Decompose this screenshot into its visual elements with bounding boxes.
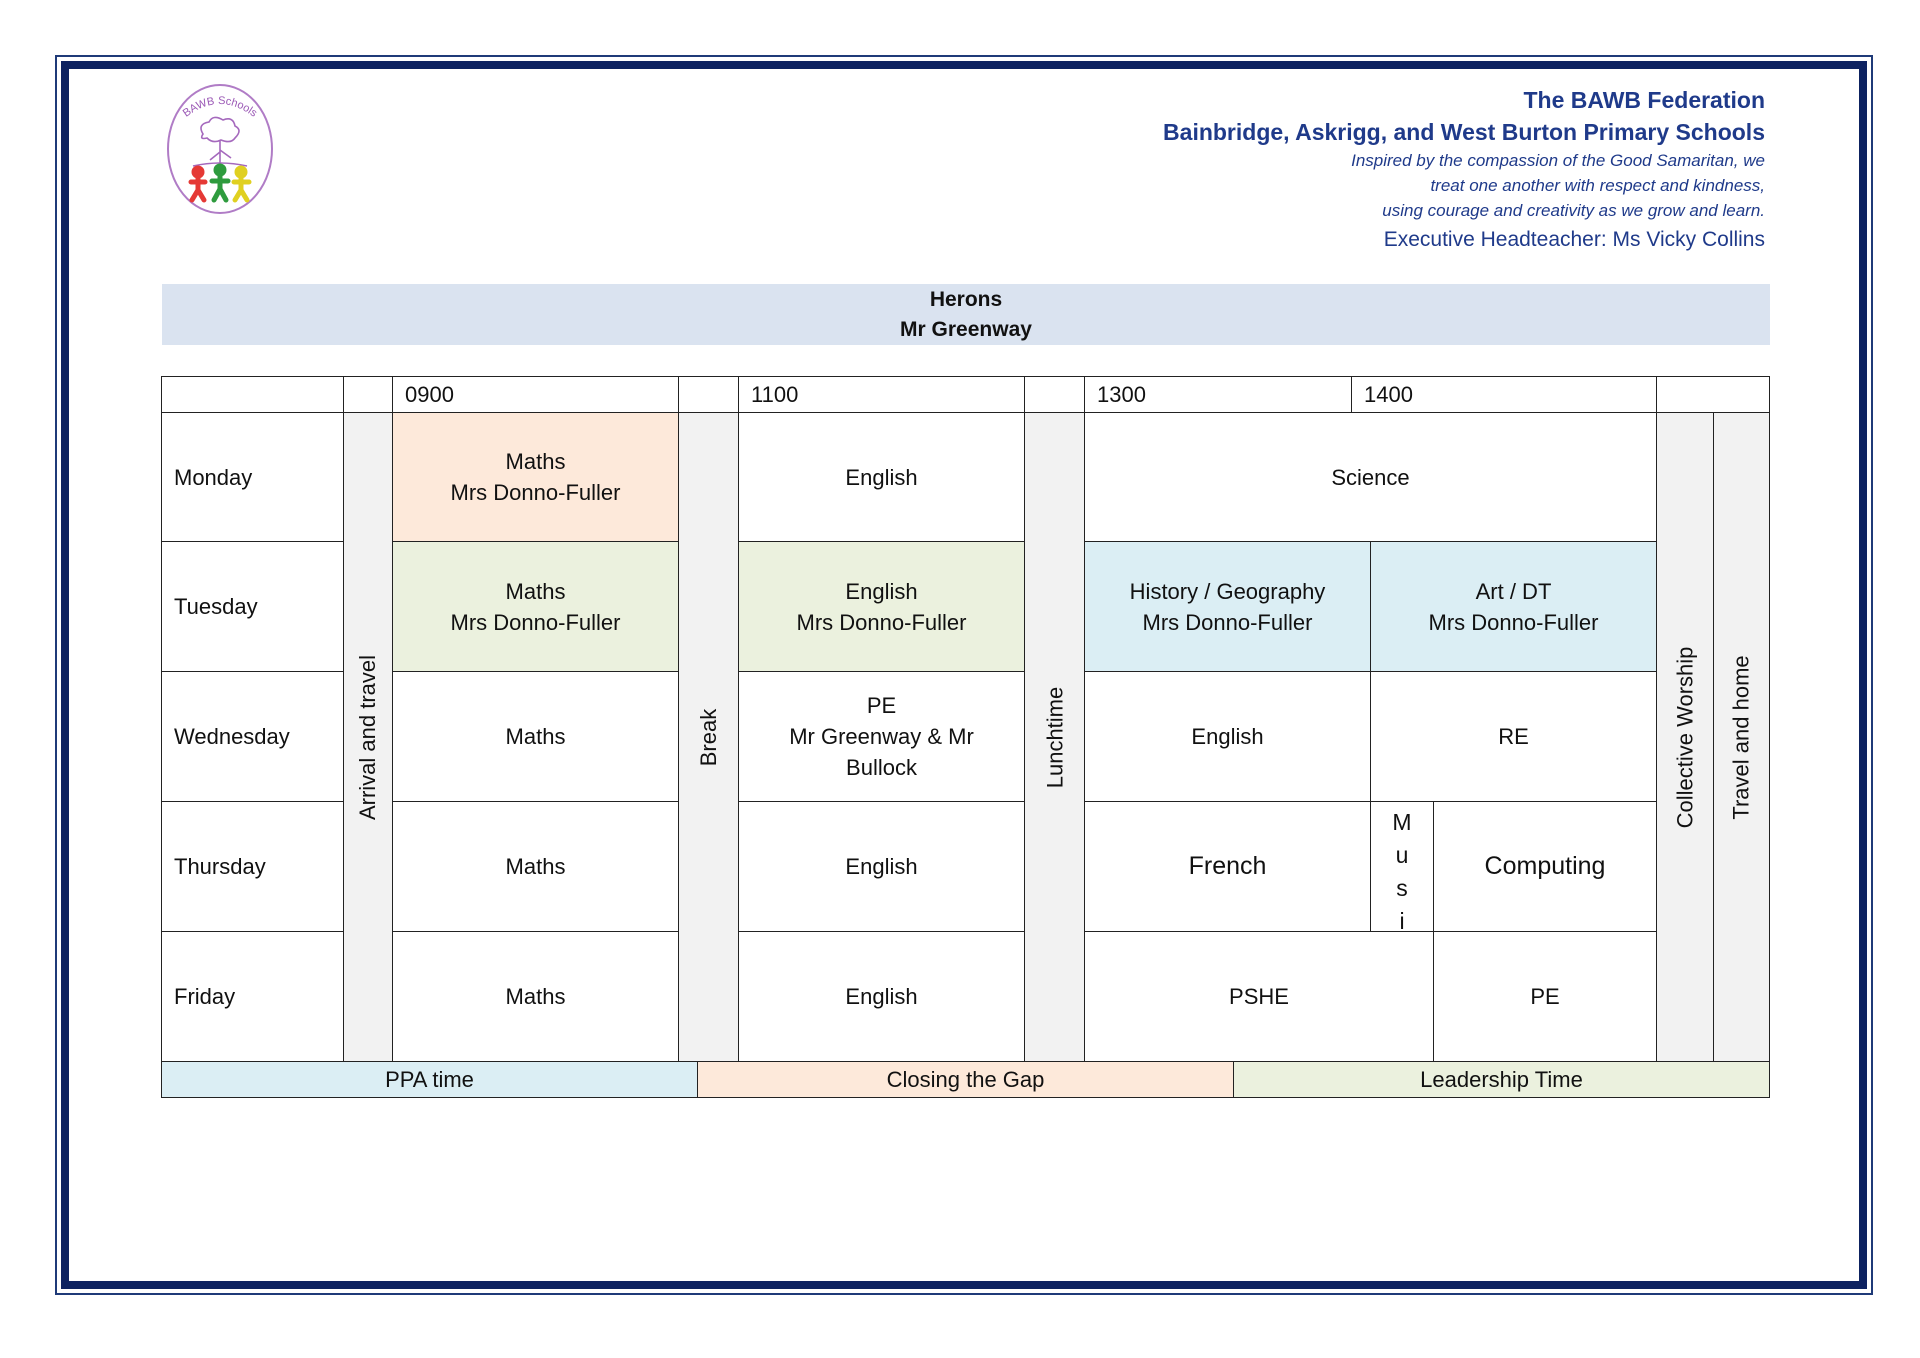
class-banner: Herons Mr Greenway	[162, 284, 1770, 345]
page-frame-inner	[61, 61, 1867, 1289]
subject: History / Geography	[1129, 578, 1326, 604]
day-friday: Friday	[161, 931, 344, 1062]
time-spacer-cell	[343, 376, 393, 413]
corner-cell	[161, 376, 344, 413]
legend-leadership: Leadership Time	[1233, 1061, 1770, 1098]
day-thursday: Thursday	[161, 801, 344, 932]
subject: PE	[866, 693, 897, 718]
logo-text: BAWB Schools	[181, 95, 260, 120]
motto-line-1: Inspired by the compassion of the Good S…	[1351, 151, 1765, 170]
time-1100: 1100	[738, 376, 1025, 413]
time-spacer-cell	[1024, 376, 1085, 413]
school-logo-icon: BAWB Schools	[165, 82, 275, 216]
arrival-label: Arrival and travel	[355, 654, 381, 820]
day-wednesday: Wednesday	[161, 671, 344, 802]
subject: English	[845, 578, 918, 604]
music-letter: u	[1395, 842, 1409, 868]
teacher-cont: Bullock	[846, 755, 917, 780]
wednesday-session-3: English	[1084, 671, 1371, 802]
teacher: Mrs Donno-Fuller	[1142, 609, 1313, 635]
lunch-label: Lunchtime	[1042, 686, 1068, 788]
teacher: Mrs Donno-Fuller	[450, 480, 621, 505]
time-0900: 0900	[392, 376, 679, 413]
thursday-session-4: Computing	[1433, 801, 1657, 932]
teacher: Mrs Donno-Fuller	[1428, 609, 1599, 635]
subject: Art / DT	[1475, 578, 1552, 604]
friday-session-1: Maths	[392, 931, 679, 1062]
friday-session-3: PSHE	[1084, 931, 1434, 1062]
motto-line-2: treat one another with respect and kindn…	[1430, 176, 1765, 195]
class-teacher: Mr Greenway	[900, 318, 1032, 341]
time-1300: 1300	[1084, 376, 1352, 413]
class-name: Herons	[929, 288, 1003, 311]
legend-ppa: PPA time	[161, 1061, 698, 1098]
home-bar: Travel and home	[1713, 412, 1770, 1062]
page-frame-outer	[55, 55, 1873, 1295]
subject: Maths	[505, 449, 566, 474]
headteacher-line: Executive Headteacher: Ms Vicky Collins	[1383, 228, 1765, 251]
monday-session-2: English	[738, 412, 1025, 542]
break-bar: Break	[678, 412, 739, 1062]
thursday-session-2: English	[738, 801, 1025, 932]
worship-label: Collective Worship	[1672, 646, 1698, 828]
day-tuesday: Tuesday	[161, 541, 344, 672]
schools-title: Bainbridge, Askrigg, and West Burton Pri…	[1163, 119, 1765, 145]
svg-text:BAWB Schools: BAWB Schools	[181, 95, 260, 120]
subject: Maths	[505, 578, 566, 604]
music-letter: i	[1399, 908, 1405, 932]
teacher: Mr Greenway & Mr	[789, 724, 974, 749]
wednesday-session-2: PE Mr Greenway & Mr Bullock	[738, 671, 1025, 802]
federation-title: The BAWB Federation	[1523, 87, 1765, 113]
teacher: Mrs Donno-Fuller	[450, 609, 621, 635]
lunch-bar: Lunchtime	[1024, 412, 1085, 1062]
music-letter: s	[1396, 875, 1408, 901]
friday-session-2: English	[738, 931, 1025, 1062]
federation-header: The BAWB Federation Bainbridge, Askrigg,…	[1163, 84, 1765, 255]
arrival-bar: Arrival and travel	[343, 412, 393, 1062]
worship-bar: Collective Worship	[1656, 412, 1714, 1062]
wednesday-session-1: Maths	[392, 671, 679, 802]
tuesday-session-4: Art / DT Mrs Donno-Fuller	[1370, 541, 1657, 672]
home-label: Travel and home	[1729, 654, 1754, 820]
monday-session-3: Science	[1084, 412, 1657, 542]
thursday-session-3: French	[1084, 801, 1371, 932]
teacher: Mrs Donno-Fuller	[796, 609, 967, 635]
day-monday: Monday	[161, 412, 344, 542]
motto-line-3: using courage and creativity as we grow …	[1382, 201, 1765, 220]
time-spacer-cell	[678, 376, 739, 413]
music-letter: M	[1392, 809, 1412, 835]
legend-closing-gap: Closing the Gap	[697, 1061, 1234, 1098]
break-label: Break	[695, 708, 721, 766]
wednesday-session-4: RE	[1370, 671, 1657, 802]
time-1400: 1400	[1351, 376, 1657, 413]
time-spacer-cell	[1656, 376, 1770, 413]
friday-session-4: PE	[1433, 931, 1657, 1062]
thursday-music: M u s i c	[1370, 801, 1434, 932]
thursday-session-1: Maths	[392, 801, 679, 932]
